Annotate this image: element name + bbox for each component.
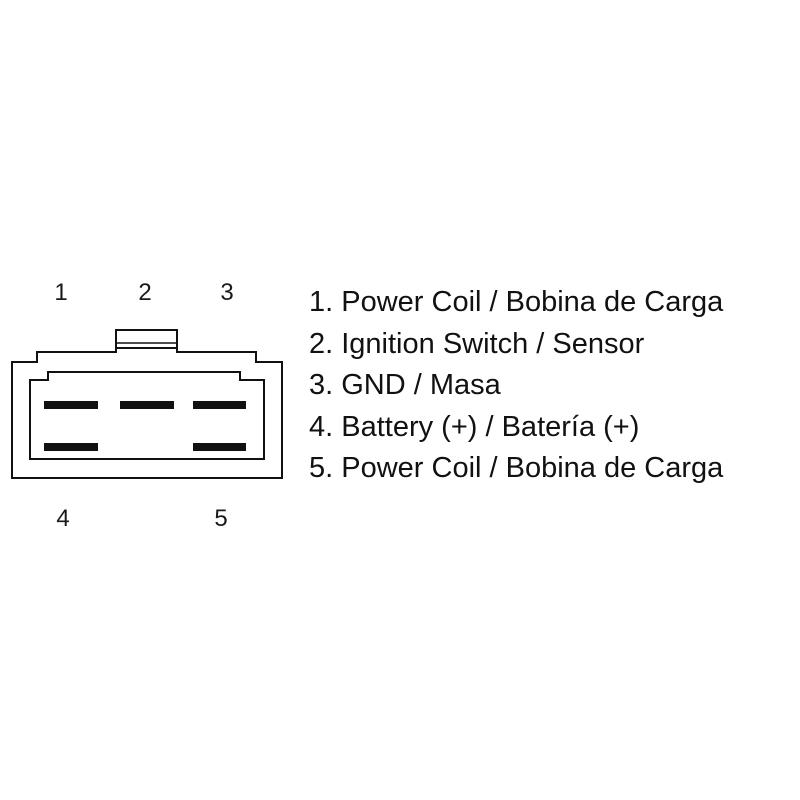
terminal-pin-5 bbox=[193, 443, 246, 451]
legend-item-1: 1. Power Coil / Bobina de Carga bbox=[309, 286, 724, 318]
pin-number-3: 3 bbox=[220, 279, 234, 306]
pin-number-5: 5 bbox=[214, 505, 228, 532]
pin-number-2: 2 bbox=[138, 279, 152, 306]
legend-item-4: 4. Battery (+) / Batería (+) bbox=[309, 410, 640, 443]
connector-housing-outer bbox=[11, 347, 283, 479]
legend-item-5: 5. Power Coil / Bobina de Carga bbox=[309, 452, 724, 484]
legend-item-2: 2. Ignition Switch / Sensor bbox=[309, 327, 645, 360]
terminal-pin-1 bbox=[44, 401, 98, 409]
terminal-pin-2 bbox=[120, 401, 174, 409]
terminal-pin-4 bbox=[44, 443, 98, 451]
connector-cavity bbox=[29, 371, 265, 460]
legend-item-3: 3. GND / Masa bbox=[309, 369, 501, 401]
connector-latch-tab bbox=[115, 329, 178, 349]
terminal-pin-3 bbox=[193, 401, 246, 409]
connector-diagram bbox=[11, 329, 283, 479]
pin-number-4: 4 bbox=[56, 505, 70, 532]
pin-legend: 1. Power Coil / Bobina de Carga 2. Ignit… bbox=[309, 282, 723, 490]
pin-number-1: 1 bbox=[54, 279, 68, 306]
